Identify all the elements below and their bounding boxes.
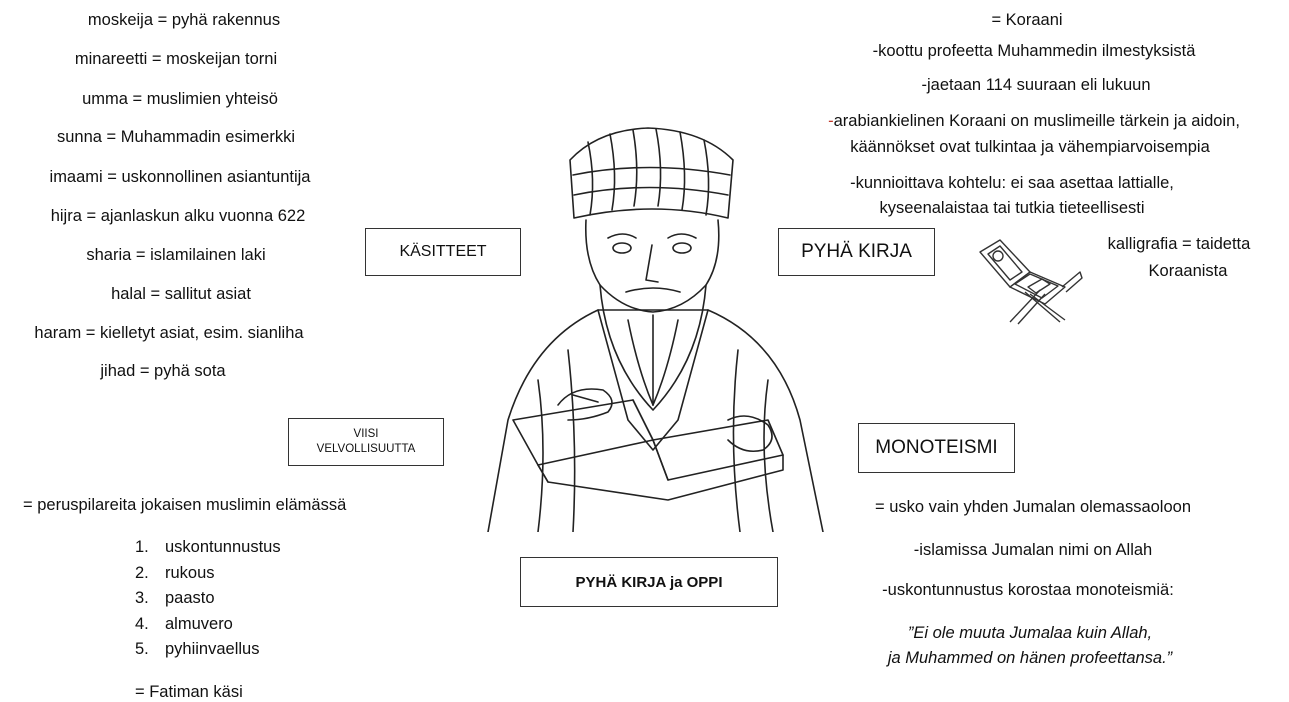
- red-dash: -: [828, 112, 834, 130]
- concept-item: moskeija = pyhä rakennus: [87, 11, 281, 29]
- pyha-kirja-box: PYHÄ KIRJA: [778, 228, 935, 276]
- concept-item: sharia = islamilainen laki: [86, 246, 266, 264]
- kasitteet-label: KÄSITTEET: [399, 243, 487, 260]
- kasitteet-box: KÄSITTEET: [365, 228, 521, 276]
- scholar-illustration: [487, 127, 824, 532]
- book-line: = Koraani: [991, 11, 1063, 29]
- book-line: -arabiankielinen Koraani on muslimeille …: [828, 111, 1240, 131]
- monoteismi-label: MONOTEISMI: [875, 437, 998, 458]
- quran-stand-icon: [979, 239, 1083, 325]
- calligraphy-line: kalligrafia = taidetta: [1107, 235, 1251, 253]
- viisi-label-line1: VIISI: [353, 428, 379, 440]
- concept-item: sunna = Muhammadin esimerkki: [57, 128, 295, 146]
- monoteismi-box: MONOTEISMI: [858, 423, 1015, 473]
- calligraphy-line: Koraanista: [1148, 262, 1228, 280]
- list-text: almuvero: [165, 614, 233, 633]
- viisi-velvollisuutta-box: VIISI VELVOLLISUUTTA: [288, 418, 444, 466]
- list-text: rukous: [165, 563, 215, 582]
- pyha-kirja-label: PYHÄ KIRJA: [801, 241, 912, 262]
- list-text: paasto: [165, 589, 215, 607]
- book-line-rest: arabiankielinen Koraani on muslimeille t…: [833, 112, 1240, 130]
- list-number: 5.: [135, 640, 149, 658]
- duties-list: 1. uskontunnustus 2. rukous 3. paasto 4. alm…: [135, 536, 281, 664]
- concept-item: jihad = pyhä sota: [100, 362, 226, 380]
- concept-item: imaami = uskonnollinen asiantuntija: [49, 168, 311, 186]
- duties-intro: = peruspilareita jokaisen muslimin elämä…: [23, 496, 347, 514]
- fatima-line: = Fatiman käsi: [135, 683, 243, 701]
- mono-line: = usko vain yhden Jumalan olemassaoloon: [875, 498, 1191, 516]
- list-item: 5. pyhiinvaellus: [135, 638, 281, 664]
- book-line: -kunnioittava kohtelu: ei saa asettaa la…: [850, 174, 1174, 192]
- book-line: kyseenalaistaa tai tutkia tieteellisesti: [879, 199, 1145, 217]
- viisi-label-line2: VELVOLLISUUTTA: [316, 443, 416, 455]
- concept-item: halal = sallitut asiat: [111, 285, 251, 303]
- list-item: 3. paasto: [135, 587, 281, 613]
- mono-line: -uskontunnustus korostaa monoteismiä:: [882, 581, 1174, 599]
- quote-line: ”Ei ole muuta Jumalaa kuin Allah,: [907, 624, 1153, 642]
- mono-line: -islamissa Jumalan nimi on Allah: [913, 541, 1153, 559]
- list-number: 4.: [135, 614, 149, 633]
- list-text: pyhiinvaellus: [165, 640, 260, 658]
- list-number: 1.: [135, 538, 149, 556]
- concept-item: umma = muslimien yhteisö: [82, 90, 278, 108]
- book-line: -jaetaan 114 suuraan eli lukuun: [921, 76, 1151, 94]
- list-item: 1. uskontunnustus: [135, 536, 281, 562]
- list-number: 3.: [135, 589, 149, 607]
- center-title-box: PYHÄ KIRJA ja OPPI: [520, 557, 778, 607]
- center-title-label: PYHÄ KIRJA ja OPPI: [575, 573, 723, 591]
- concept-item: minareetti = moskeijan torni: [74, 50, 278, 68]
- list-text: uskontunnustus: [165, 538, 281, 556]
- list-number: 2.: [135, 563, 149, 582]
- quote-line: ja Muhammed on hänen profeettansa.”: [887, 649, 1173, 667]
- book-line: käännökset ovat tulkintaa ja vähempiarvo…: [850, 138, 1210, 156]
- list-item: 2. rukous: [135, 562, 281, 588]
- book-line: -koottu profeetta Muhammedin ilmestyksis…: [872, 42, 1196, 60]
- concept-item: hijra = ajanlaskun alku vuonna 622: [50, 207, 306, 225]
- concept-item: haram = kielletyt asiat, esim. sianliha: [34, 324, 304, 342]
- list-item: 4. almuvero: [135, 613, 281, 639]
